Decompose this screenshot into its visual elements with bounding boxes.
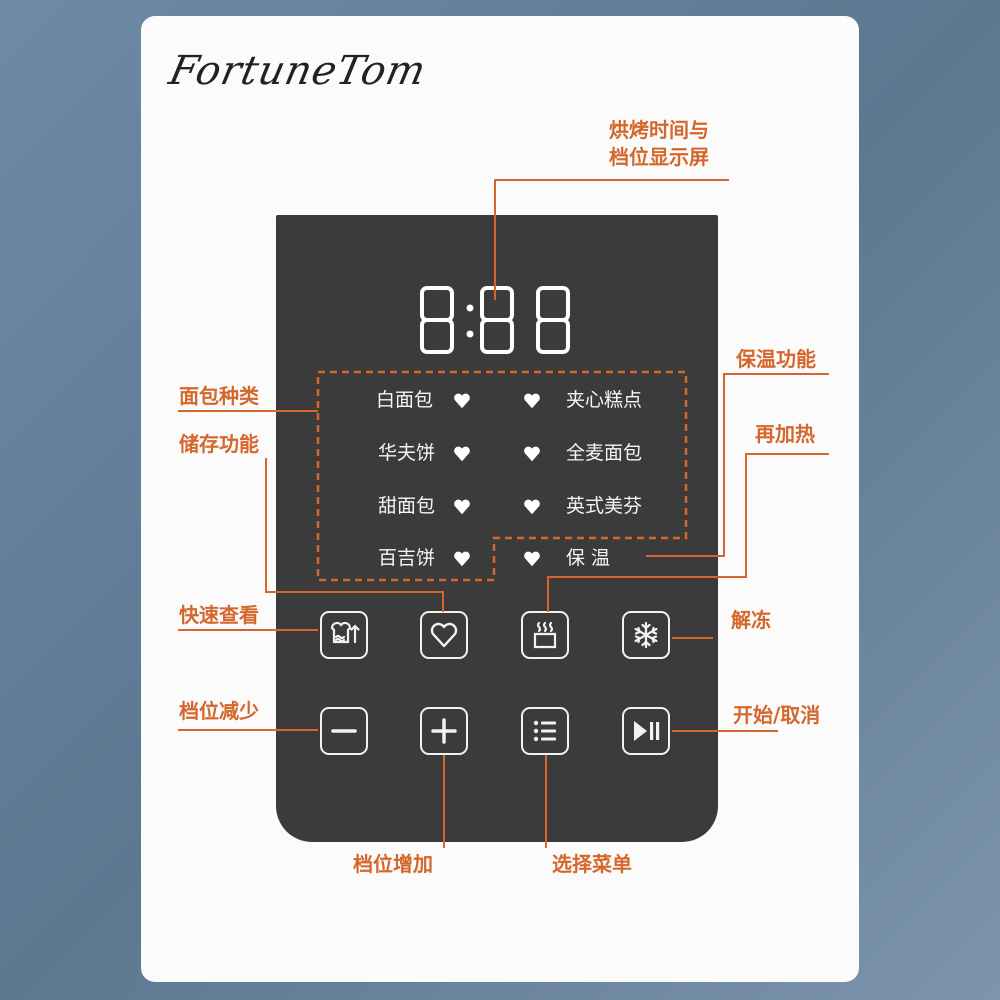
heart-icon <box>524 446 540 462</box>
label-start-cancel: 开始/取消 <box>733 703 821 727</box>
plus-icon <box>431 718 457 744</box>
menu-item-filled-pastry: 夹心糕点 <box>566 389 643 411</box>
time-display <box>420 286 570 354</box>
defrost-button[interactable] <box>622 611 670 659</box>
menu-list-icon <box>533 720 556 742</box>
snowflake-icon <box>634 621 658 649</box>
display-digit <box>536 286 570 354</box>
label-reheat: 再加热 <box>755 422 815 446</box>
heart-icon <box>454 393 470 409</box>
heart-icon <box>454 499 470 515</box>
menu-item-white-bread: 白面包 <box>376 389 434 411</box>
steam-cup-icon <box>533 621 557 649</box>
heart-outline-icon <box>430 622 458 648</box>
display-digit <box>420 286 454 354</box>
label-storage: 储存功能 <box>179 432 259 456</box>
level-up-button[interactable] <box>420 707 468 755</box>
display-colon <box>466 330 474 338</box>
toast-up-icon <box>330 621 360 644</box>
menu-item-waffle: 华夫饼 <box>378 442 436 464</box>
label-display-line1: 烘烤时间与 <box>609 118 709 142</box>
display-colon <box>466 304 474 312</box>
label-display-line2: 档位显示屏 <box>609 145 709 169</box>
menu-item-sweet-bread: 甜面包 <box>378 495 436 517</box>
heart-icon <box>454 551 470 567</box>
label-bread-types: 面包种类 <box>179 384 259 408</box>
label-level-down: 档位减少 <box>179 699 259 723</box>
menu-item-english-muffin: 英式美芬 <box>566 495 643 517</box>
reheat-button[interactable] <box>521 611 569 659</box>
heart-icon <box>524 393 540 409</box>
minus-icon <box>331 729 357 733</box>
label-keep-warm: 保温功能 <box>736 347 816 371</box>
start-cancel-button[interactable] <box>622 707 670 755</box>
heart-icon <box>524 499 540 515</box>
label-level-up: 档位增加 <box>353 852 433 876</box>
display-digit <box>480 286 514 354</box>
menu-item-whole-wheat: 全麦面包 <box>566 442 643 464</box>
menu-item-keep-warm: 保 温 <box>566 547 611 569</box>
select-menu-button[interactable] <box>521 707 569 755</box>
menu-item-bagel: 百吉饼 <box>378 547 436 569</box>
label-select-menu: 选择菜单 <box>552 852 632 876</box>
quick-view-button[interactable] <box>320 611 368 659</box>
play-pause-icon <box>634 721 660 741</box>
heart-icon <box>454 446 470 462</box>
label-defrost: 解冻 <box>731 608 771 632</box>
label-quick-view: 快速查看 <box>179 603 259 627</box>
heart-icon <box>524 551 540 567</box>
level-down-button[interactable] <box>320 707 368 755</box>
